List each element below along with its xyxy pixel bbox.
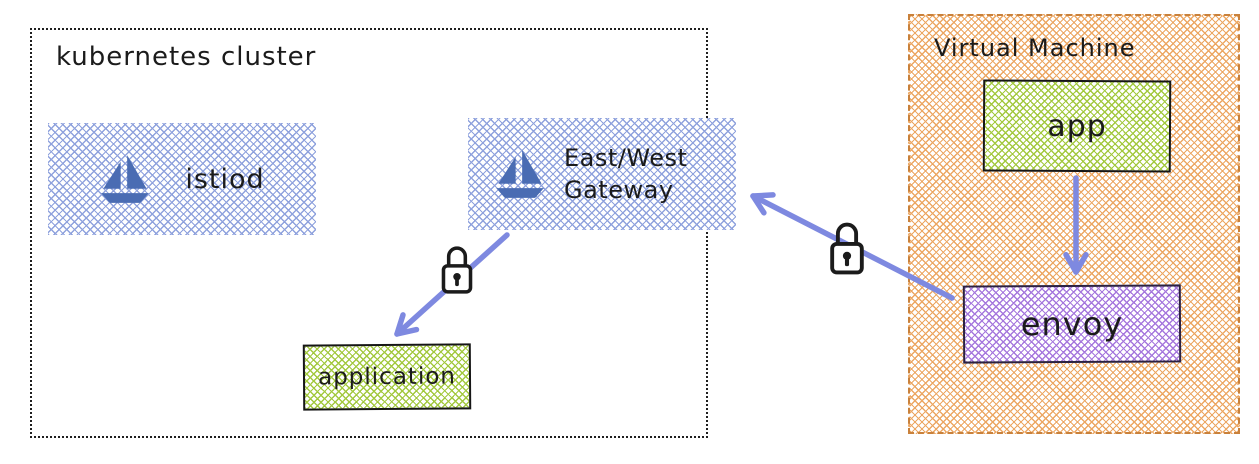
vm-app-label: app bbox=[1047, 108, 1107, 144]
east-west-gateway-node: East/West Gateway bbox=[468, 118, 736, 230]
envoy-label: envoy bbox=[1020, 304, 1124, 344]
kubernetes-cluster-container bbox=[30, 28, 708, 438]
gateway-label-line1: East/West bbox=[564, 143, 688, 172]
application-node: application bbox=[302, 343, 472, 411]
istio-sailboat-icon bbox=[494, 148, 546, 200]
istio-sailboat-icon bbox=[99, 153, 151, 205]
virtual-machine-container bbox=[908, 14, 1240, 434]
envoy-node: envoy bbox=[962, 284, 1182, 364]
istiod-node: istiod bbox=[48, 123, 316, 235]
virtual-machine-label: Virtual Machine bbox=[934, 34, 1136, 62]
vm-app-node: app bbox=[982, 79, 1172, 173]
kubernetes-cluster-label: kubernetes cluster bbox=[56, 42, 317, 72]
istiod-label: istiod bbox=[185, 163, 265, 195]
gateway-label-line2: Gateway bbox=[564, 176, 674, 204]
application-label: application bbox=[317, 363, 457, 391]
lock-icon bbox=[436, 244, 478, 300]
gateway-label: East/West Gateway bbox=[564, 142, 687, 207]
lock-icon bbox=[824, 220, 870, 281]
